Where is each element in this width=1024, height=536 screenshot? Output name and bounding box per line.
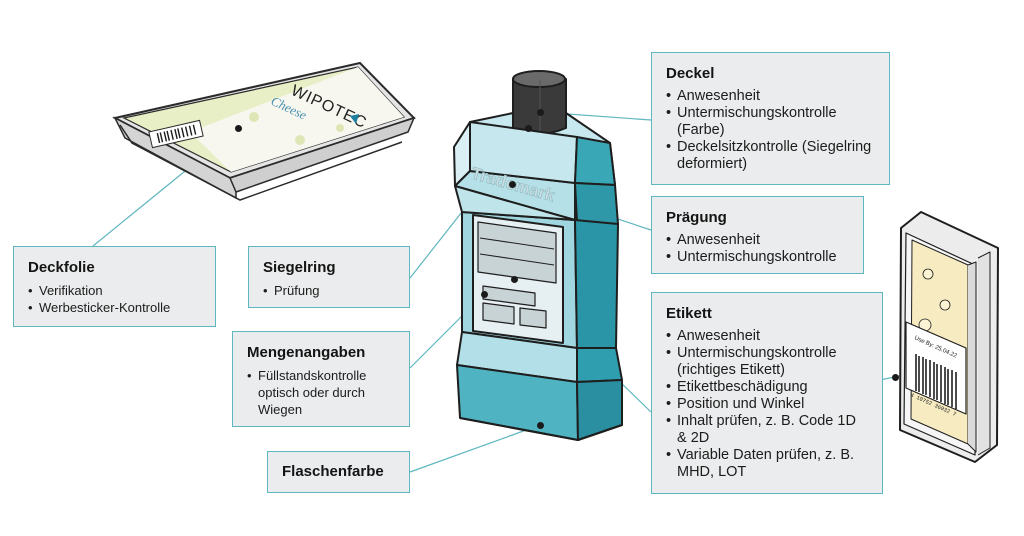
dot-level: [480, 290, 488, 298]
callout-list: Füllstandskontrolle optisch oder durch W…: [247, 367, 395, 418]
callout-title: Deckfolie: [28, 259, 95, 276]
list-item: Anwesenheit: [666, 328, 868, 345]
dot-bottle-color: [536, 421, 544, 429]
list-item: Untermischungskontrolle: [666, 249, 849, 266]
callout-title: Etikett: [666, 305, 712, 322]
dot-label: [510, 275, 518, 283]
list-item: Prüfung: [263, 282, 395, 299]
list-item: Inhalt prüfen, z. B. Code 1D & 2D: [666, 413, 868, 447]
dot-sealring: [524, 124, 532, 132]
callout-list: Anwesenheit Untermischungskontrolle (ric…: [666, 328, 868, 481]
dot-embossing: [508, 180, 516, 188]
pack-illustration: Use By: 25.04.22 4 10752 36932 7: [899, 211, 999, 463]
list-item: Werbesticker-Kontrolle: [28, 299, 201, 316]
list-item: Etikettbeschädigung: [666, 379, 868, 396]
list-item: Verifikation: [28, 282, 201, 299]
callout-list: Anwesenheit Untermischungskontrolle (Far…: [666, 88, 875, 173]
list-item: Variable Daten prüfen, z. B. MHD, LOT: [666, 447, 868, 481]
callout-list: Prüfung: [263, 282, 395, 299]
callout-praegung: Prägung Anwesenheit Untermischungskontro…: [651, 196, 864, 274]
dot-pack-label: [891, 373, 899, 381]
callout-flaschenfarbe: Flaschenfarbe: [267, 451, 410, 493]
list-item: Füllstandskontrolle optisch oder durch W…: [247, 367, 395, 418]
callout-mengenangaben: Mengenangaben Füllstandskontrolle optisc…: [232, 331, 410, 427]
callout-deckel: Deckel Anwesenheit Untermischungskontrol…: [651, 52, 890, 185]
callout-siegelring: Siegelring Prüfung: [248, 246, 410, 308]
callout-title: Deckel: [666, 65, 715, 82]
bottle-illustration: [453, 70, 623, 441]
callout-title: Flaschenfarbe: [282, 463, 384, 480]
callout-list: Verifikation Werbesticker-Kontrolle: [28, 282, 201, 316]
list-item: Anwesenheit: [666, 88, 875, 105]
list-item: Deckelsitzkontrolle (Siegelring deformie…: [666, 139, 875, 173]
dot-cap: [536, 108, 544, 116]
callout-deckfolie: Deckfolie Verifikation Werbesticker-Kont…: [13, 246, 216, 327]
callout-list: Anwesenheit Untermischungskontrolle: [666, 232, 849, 266]
list-item: Anwesenheit: [666, 232, 849, 249]
list-item: Untermischungskontrolle (Farbe): [666, 105, 875, 139]
tray-illustration: WIPOTEC Cheese: [112, 61, 416, 201]
list-item: Position und Winkel: [666, 396, 868, 413]
line-flaschenfarbe: [409, 424, 541, 473]
dot-tray: [234, 124, 242, 132]
list-item: Untermischungskontrolle (richtiges Etike…: [666, 345, 868, 379]
callout-title: Mengenangaben: [247, 344, 366, 361]
callout-title: Prägung: [666, 209, 727, 226]
callout-title: Siegelring: [263, 259, 336, 276]
callout-etikett: Etikett Anwesenheit Untermischungskontro…: [651, 292, 883, 494]
